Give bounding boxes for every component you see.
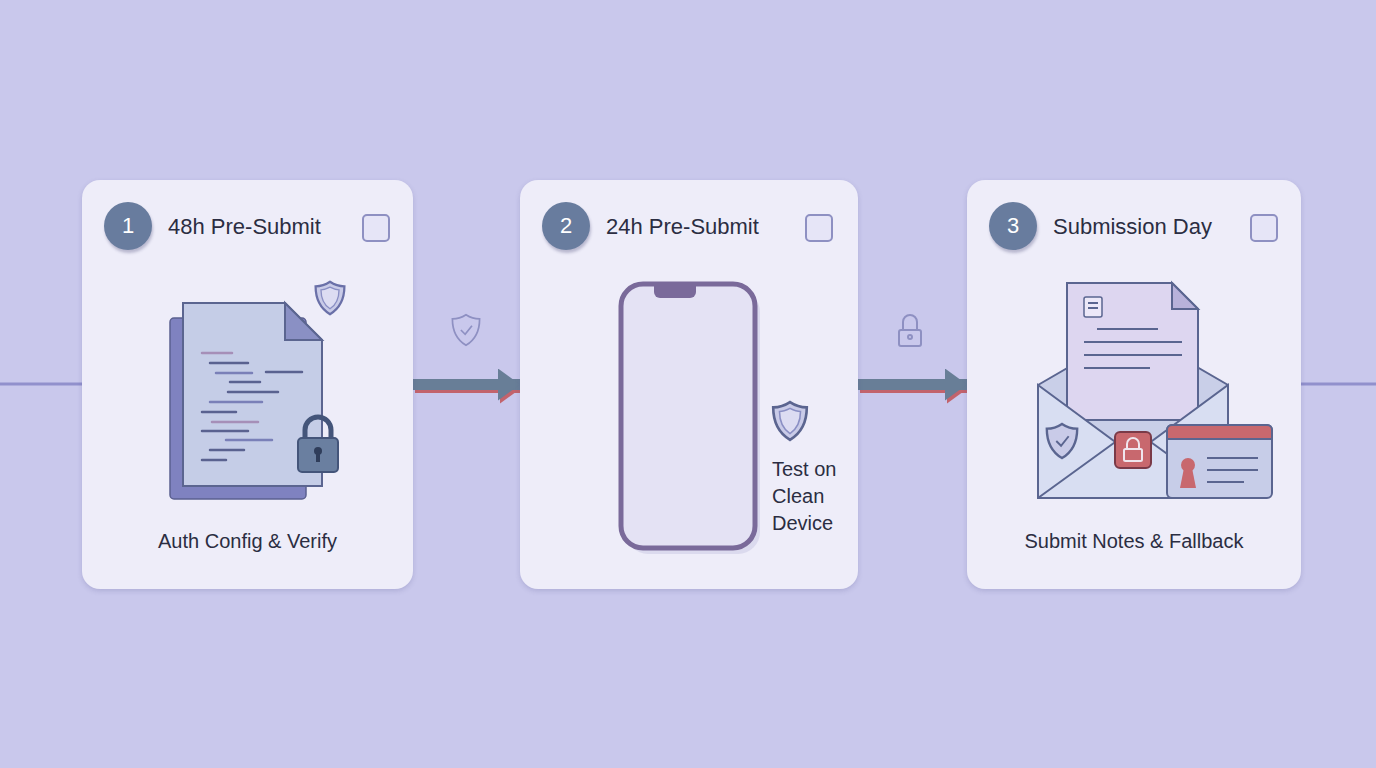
step-number: 2 <box>560 213 572 239</box>
arrow-shadow <box>860 382 969 393</box>
step-number: 3 <box>1007 213 1019 239</box>
arrow-shadow <box>415 382 522 393</box>
step-card: 48h Pre-SubmitAuth Config & Verify 1 <box>82 180 413 589</box>
flow-arrow <box>858 379 967 390</box>
step-number-circle: 2 <box>542 202 590 250</box>
step-number: 1 <box>122 213 134 239</box>
checkbox <box>363 215 1277 241</box>
step-card: 24h Pre-SubmitTest on Clean Device 2 <box>520 180 858 589</box>
step-description: Submit Notes & Fallback <box>979 528 1289 555</box>
shield-icon <box>452 315 479 346</box>
flow-arrow <box>413 379 520 390</box>
step-description: Test on Clean Device <box>772 456 852 537</box>
lock-icon <box>899 315 921 346</box>
step-number-circle: 1 <box>104 202 152 250</box>
step-description: Auth Config & Verify <box>94 528 401 555</box>
code-document-illustration <box>170 282 344 499</box>
step-title: Submission Day <box>1053 214 1212 240</box>
step-number-circle: 3 <box>989 202 1037 250</box>
step-card: Submission DaySubmit Notes & Fallback 3 <box>967 180 1301 589</box>
step-title: 24h Pre-Submit <box>606 214 759 240</box>
envelope-illustration <box>1038 283 1272 498</box>
step-title: 48h Pre-Submit <box>168 214 321 240</box>
phone-illustration <box>621 284 807 554</box>
